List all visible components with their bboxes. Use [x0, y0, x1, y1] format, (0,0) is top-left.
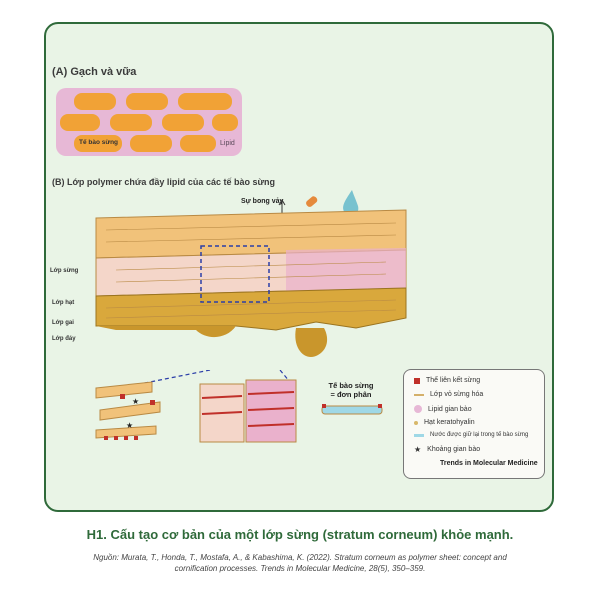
cornified-envelope-icon: [414, 393, 424, 396]
zoom-detail: ★ ★: [95, 370, 383, 443]
legend: Thể liên kết sừng Lớp vỏ sừng hóa Lipid …: [403, 369, 545, 479]
corneocyte-label: Tế bào sừng: [79, 139, 119, 146]
legend-item: Hạt keratohyalin: [414, 419, 475, 426]
lipid-icon: [414, 405, 422, 413]
brick: [180, 135, 216, 152]
legend-item: ★ Khoảng gian bào: [414, 445, 481, 454]
legend-item: Thể liên kết sừng: [414, 377, 480, 384]
unit-label: Tế bào sừng= đơn phân: [328, 381, 374, 399]
section-a-label: (A) Gạch và vữa: [52, 66, 137, 78]
brick: [130, 135, 172, 152]
layer-label: Lớp gai: [52, 320, 74, 326]
star-icon: ★: [132, 397, 139, 406]
star-icon: ★: [126, 421, 133, 430]
brick: [60, 114, 100, 131]
star-icon: ★: [414, 445, 422, 454]
brick: [162, 114, 204, 131]
legend-item: Nước được giữ lại trong tế bào sừng: [414, 432, 528, 438]
water-drop-icon: [343, 190, 359, 217]
legend-item: Lớp vỏ sừng hóa: [414, 391, 483, 398]
brick: [74, 135, 122, 152]
flake: [306, 196, 318, 207]
water-icon: [414, 433, 424, 437]
desquamation-label: Sự bong vảy: [241, 198, 284, 205]
section-b-label: (B) Lớp polymer chứa đầy lipid của các t…: [52, 177, 275, 187]
source-citation: Nguồn: Murata, T., Honda, T., Mostafa, A…: [93, 553, 507, 573]
stratum-granulosum: [95, 287, 407, 331]
brick: [178, 93, 232, 110]
lipid-label: Lipid: [220, 140, 235, 147]
layer-label: Lớp đáy: [52, 336, 76, 342]
brick: [74, 93, 116, 110]
zoom-box: [200, 245, 270, 303]
figure-caption: H1. Cấu tạo cơ bản của một lớp sừng (str…: [86, 527, 514, 542]
keratohyalin-icon: [414, 420, 418, 425]
brick: [212, 114, 238, 131]
layer-label: Lớp sừng: [50, 268, 79, 274]
stratum-spinosum: [96, 326, 236, 338]
stratum-basale: [295, 328, 328, 357]
layer-label: Lớp hạt: [52, 300, 75, 306]
brick: [110, 114, 152, 131]
brick: [126, 93, 168, 110]
legend-item: Lipid gian bào: [414, 405, 472, 413]
skin-illustration: [95, 190, 407, 357]
corneodesmosome-icon: [414, 377, 420, 384]
brand-label: Trends in Molecular Medicine: [440, 460, 538, 467]
